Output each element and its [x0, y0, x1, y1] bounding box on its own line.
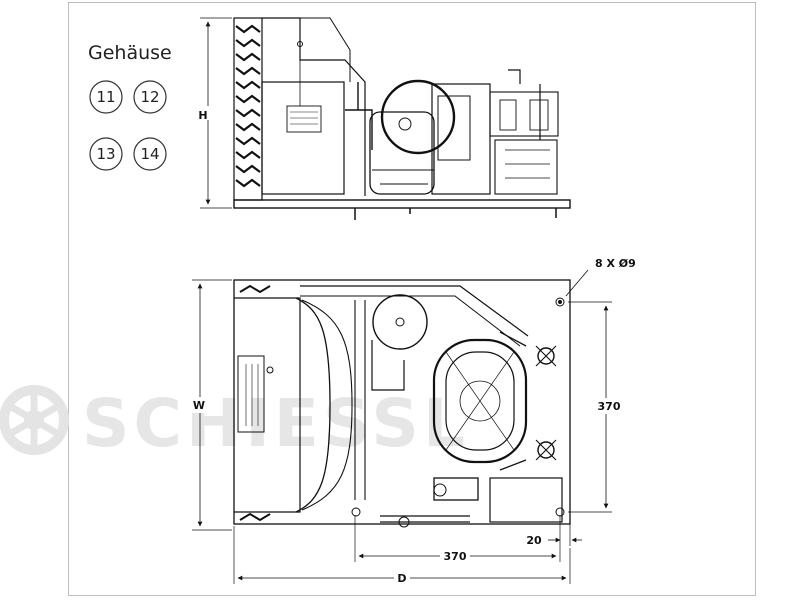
- housing-legend: Gehäuse 11 12 13 14: [88, 42, 172, 171]
- top-view: [192, 269, 624, 586]
- housing-badge-label: 14: [140, 145, 159, 163]
- housing-badge-label: 12: [140, 88, 159, 106]
- housing-badge-label: 13: [96, 145, 115, 163]
- legend-title: Gehäuse: [88, 42, 172, 64]
- edge-offset-label: 20: [526, 534, 542, 547]
- housing-badge-13: 13: [89, 137, 123, 171]
- horizontal-span-label: 370: [444, 550, 467, 563]
- housing-badge-11: 11: [89, 80, 123, 114]
- width-label: W: [193, 399, 205, 412]
- housing-badge-12: 12: [133, 80, 167, 114]
- watermark: SCHIESSL: [0, 385, 469, 462]
- side-view: [196, 17, 571, 220]
- watermark-text: SCHIESSL: [82, 385, 469, 462]
- drawing-frame: [68, 2, 756, 596]
- height-label: H: [198, 109, 207, 122]
- hole-spec-label: 8 X Ø9: [595, 257, 636, 270]
- depth-label: D: [397, 572, 406, 585]
- snowflake-logo-icon: [0, 385, 69, 455]
- housing-badge-label: 11: [96, 88, 115, 106]
- vertical-span-label: 370: [598, 400, 621, 413]
- housing-badge-14: 14: [133, 137, 167, 171]
